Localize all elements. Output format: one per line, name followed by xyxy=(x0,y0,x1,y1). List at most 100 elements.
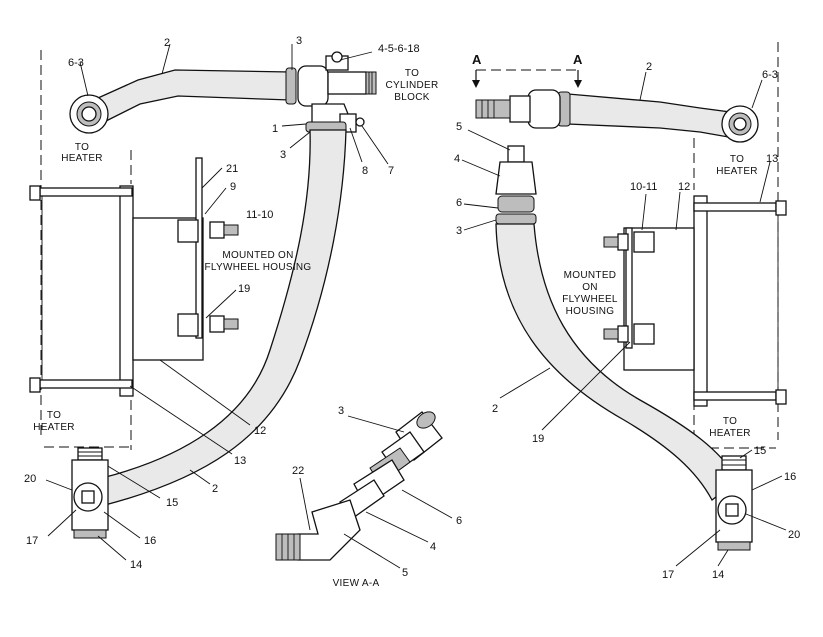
callout-20-left: 20 xyxy=(24,473,36,485)
callout-5-view-aa: 5 xyxy=(402,567,408,579)
mounted-note-left-line1: MOUNTED ON xyxy=(222,250,293,261)
nut-upper-right xyxy=(509,95,531,123)
callout-15-left: 15 xyxy=(166,497,178,509)
section-a-arrowhead-left xyxy=(472,80,480,88)
leader-4-5-6-18 xyxy=(339,51,373,61)
to-heater-top-right-line1: TO xyxy=(730,154,744,165)
leader-22 xyxy=(299,477,311,531)
callout-17-left: 17 xyxy=(26,535,38,547)
callout-19-right: 19 xyxy=(532,433,544,445)
mounting-bracket-plate-left xyxy=(195,157,203,339)
leader-9 xyxy=(204,187,227,215)
left-view: 6-3 2 3 4-5-6-18 1 3 8 7 21 9 11-10 19 1… xyxy=(24,35,438,571)
leader-21 xyxy=(201,167,223,189)
callout-15-right: 15 xyxy=(754,445,766,457)
callout-13-right: 13 xyxy=(766,153,778,165)
leader-3-right xyxy=(463,219,497,231)
callout-22: 22 xyxy=(292,465,304,477)
callout-19-left: 19 xyxy=(238,283,250,295)
view-aa-elbow xyxy=(297,499,361,561)
bracket-bolt-head-upper xyxy=(177,219,199,243)
to-heater-top-left-line1: TO xyxy=(75,142,89,153)
heater-rod-nut-top-right xyxy=(775,200,787,216)
heater-rod-nut-bottom-right xyxy=(775,389,787,405)
view-aa-title: VIEW A-A xyxy=(333,578,380,589)
leader-6-right xyxy=(463,203,499,209)
callout-16-right: 16 xyxy=(784,471,796,483)
callout-6-3-left: 6-3 xyxy=(68,57,84,69)
leader-1 xyxy=(281,123,307,127)
right-view: A A xyxy=(454,42,800,581)
mount-bolt-left xyxy=(355,117,365,127)
valve-outlet-right xyxy=(717,541,751,551)
leader-17-right xyxy=(675,529,721,567)
bracket-stud-lower xyxy=(223,318,239,330)
upper-hose-left xyxy=(97,69,291,123)
hose-end-bore-left xyxy=(81,106,97,122)
to-heater-bottom-left-line2: HEATER xyxy=(33,422,75,433)
valve-thread-top-left xyxy=(77,447,103,461)
valve-bolt-left xyxy=(331,51,343,63)
valve-thread-top-right xyxy=(721,455,747,471)
leader-16-right xyxy=(751,475,783,491)
callout-11-10: 11-10 xyxy=(246,209,273,221)
bracket-stud-upper xyxy=(223,224,239,236)
heater-rod-nut-bottom-left xyxy=(29,377,41,393)
leader-13-left xyxy=(129,385,233,455)
mounting-bracket-plate-right xyxy=(625,227,633,349)
leader-12-right xyxy=(675,191,681,231)
fitting-4-right xyxy=(495,161,537,195)
heater-core-left-side xyxy=(119,185,134,397)
callout-16-left: 16 xyxy=(144,535,156,547)
callout-4-view-aa: 4 xyxy=(430,541,436,553)
leader-6-3-left xyxy=(79,61,89,97)
heater-core-right-side xyxy=(693,195,708,407)
upper-hose-right xyxy=(567,93,735,139)
leader-14-right xyxy=(717,549,729,567)
leader-14-left xyxy=(97,535,127,561)
bracket-nut-lower xyxy=(209,315,225,333)
clamp-3-right xyxy=(495,213,537,225)
long-hose-right xyxy=(495,223,739,501)
fitting-6-right xyxy=(497,195,535,213)
to-cylinder-block-line3: BLOCK xyxy=(394,92,429,103)
callout-2-mid-right: 2 xyxy=(492,403,498,415)
leader-2-top-left xyxy=(161,43,171,75)
callout-14-right: 14 xyxy=(712,569,724,581)
leader-8 xyxy=(349,127,363,163)
callout-12-right: 12 xyxy=(678,181,690,193)
leader-15-right xyxy=(739,449,753,459)
to-cylinder-block-line2: CYLINDER xyxy=(386,80,439,91)
fitting-5-right xyxy=(507,145,525,163)
mounted-note-right-line3: FLYWHEEL xyxy=(562,294,618,305)
callout-13-left: 13 xyxy=(234,455,246,467)
to-heater-top-right-line2: HEATER xyxy=(716,166,758,177)
callout-3-top-left: 3 xyxy=(296,35,302,47)
bracket-nut-upper xyxy=(209,221,225,239)
callout-5-right: 5 xyxy=(456,121,462,133)
callout-2-top-left: 2 xyxy=(164,37,170,49)
leader-4-view-aa xyxy=(365,511,429,543)
callout-7: 7 xyxy=(388,165,394,177)
callout-3-right: 3 xyxy=(456,225,462,237)
callout-3-mid-left: 3 xyxy=(280,149,286,161)
section-a-arrowhead-right xyxy=(574,80,582,88)
leader-5-view-aa xyxy=(343,533,401,569)
to-heater-bottom-right-line1: TO xyxy=(723,416,737,427)
to-cylinder-block-line1: TO xyxy=(405,68,419,79)
mounted-note-left-line2: FLYWHEEL HOUSING xyxy=(204,262,311,273)
leader-20-right xyxy=(745,513,787,531)
heater-rod-top-left xyxy=(39,187,133,197)
bracket-bolt-head-lower xyxy=(177,313,199,337)
callout-12-left: 12 xyxy=(254,425,266,437)
leader-3-mid-left xyxy=(289,131,311,149)
leader-5-right xyxy=(467,129,511,151)
mounted-note-right-line2: ON xyxy=(582,282,598,293)
leader-10-11 xyxy=(641,193,647,231)
leader-6-3-right xyxy=(751,79,763,109)
leader-13-right xyxy=(759,161,771,203)
valve-square-right xyxy=(725,503,739,517)
bracket-nut-upper-right xyxy=(617,233,629,251)
hose-end-bore-right xyxy=(733,117,747,131)
